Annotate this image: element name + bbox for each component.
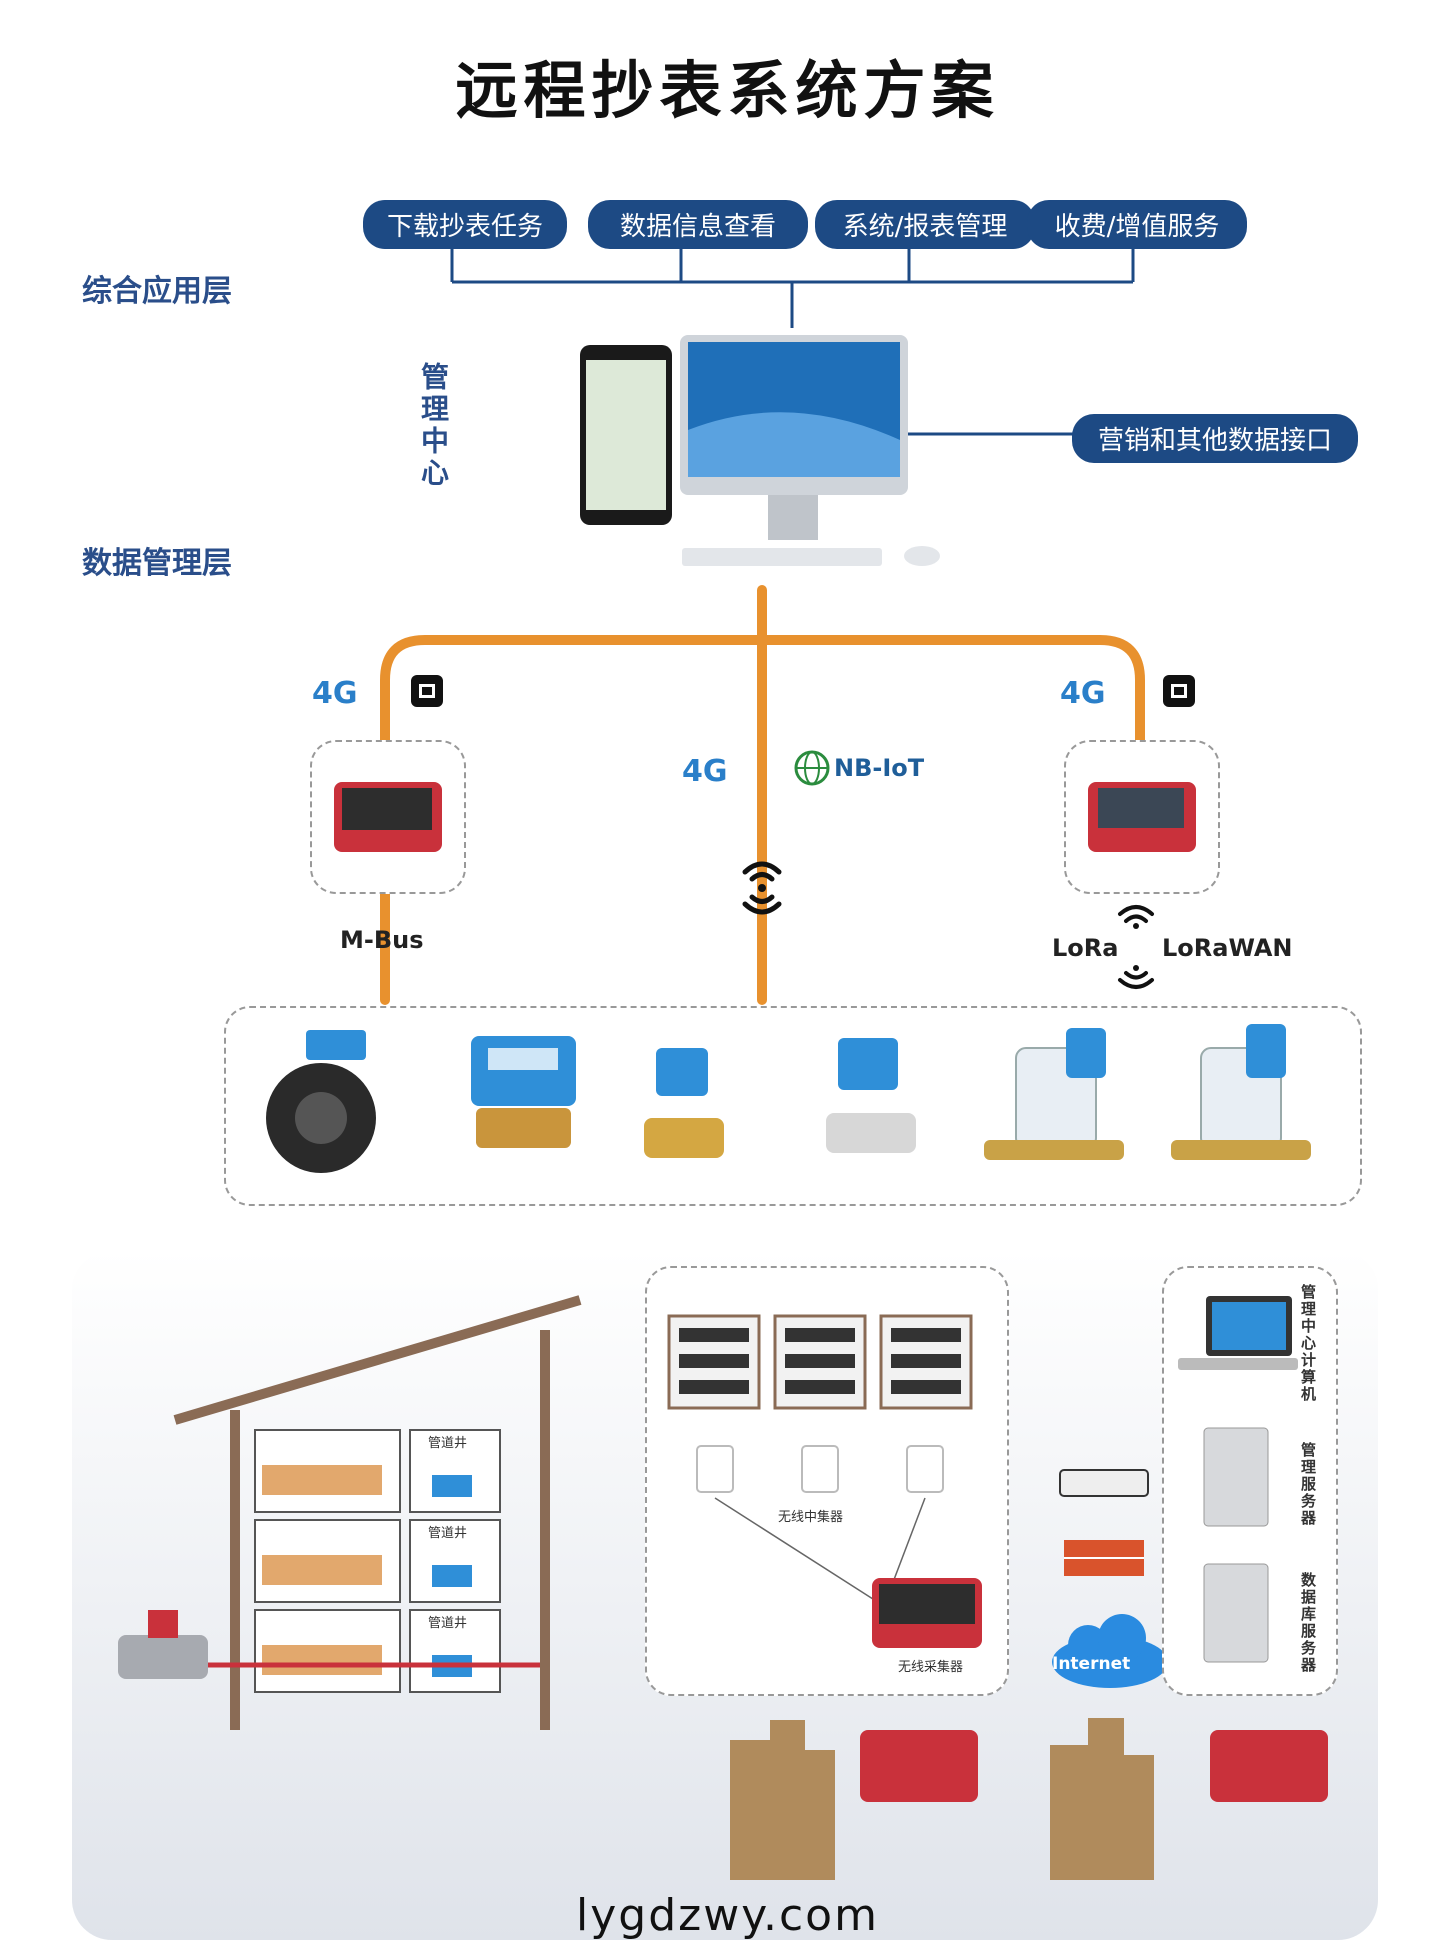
app-pill-download-task[interactable]: 下载抄表任务 [363,200,567,249]
house-illustration [118,1295,582,1730]
collector-box-left [310,740,466,894]
pc-label: 管理中心计算机 [1299,1284,1317,1403]
app-pill-billing[interactable]: 收费/增值服务 [1027,200,1247,249]
wifi-icon [1118,965,1154,989]
label-4g-mid: 4G [682,754,728,789]
cloud-icon [1052,1614,1168,1688]
lora-label: LoRa [1052,934,1119,962]
firewall-icon [1064,1540,1144,1576]
collector-box-right [1064,740,1220,894]
remote-sites [730,1718,1328,1880]
website-footer[interactable]: lygdzwy.com [576,1890,879,1941]
server-label-1: 管理服务器 [1299,1442,1317,1527]
relay-icon [906,1445,944,1493]
mouse-icon [904,546,940,566]
internet-label: Internet [1052,1654,1131,1674]
router-icon [1059,1469,1149,1497]
water-meter-icon [984,1028,1124,1160]
heat-meter-large-icon [266,1030,376,1173]
comm-lines [380,585,1145,1005]
building-icon [1050,1718,1154,1880]
pipe-well-label-1: 管道井 [428,1436,468,1451]
network-path [1052,1469,1168,1688]
pipe-well-label-3: 管道井 [428,1616,468,1631]
relay-icon [696,1445,734,1493]
pipe-well-label-2: 管道井 [428,1526,468,1541]
nbiot-label: NB-IoT [834,754,925,782]
wireless-relay-label: 无线中集器 [778,1510,844,1525]
valve-small-icon [644,1048,724,1158]
heat-meter-icon [471,1036,576,1148]
ethernet-icon [411,675,443,707]
app-layer-label: 综合应用层 [82,274,232,309]
server-icon [1203,1563,1269,1663]
label-4g-left: 4G [312,676,358,711]
wireless-collector-label: 无线采集器 [898,1660,964,1675]
mbus-label: M-Bus [340,926,424,954]
wifi-icon [742,861,782,915]
app-pill-data-view[interactable]: 数据信息查看 [588,200,808,249]
collector-device-icon [860,1730,978,1802]
meter-devices-panel [224,1006,1362,1206]
main-valve-icon [118,1610,208,1679]
app-connector [450,236,1135,436]
computer-illustration [580,335,940,566]
data-interface-pill[interactable]: 营销和其他数据接口 [1072,414,1358,463]
collector-device-icon [1210,1730,1328,1802]
relay-icon [801,1445,839,1493]
laptop-icon [1178,1296,1298,1370]
keyboard-icon [682,548,882,566]
label-4g-right: 4G [1060,676,1106,711]
server-icon [1203,1427,1269,1527]
wireless-relay-panel [645,1266,1009,1696]
server-panel [1162,1266,1338,1696]
ethernet-icon [1163,675,1195,707]
lorawan-label: LoRaWAN [1162,934,1293,962]
management-center-label: 管理中心 [417,362,450,490]
app-pill-report-mgmt[interactable]: 系统/报表管理 [815,200,1035,249]
nbiot-globe-icon [794,750,830,786]
building-icon [730,1720,835,1880]
smart-water-meter-icon [1171,1024,1311,1160]
page-title: 远程抄表系统方案 [455,54,1000,127]
data-layer-label: 数据管理层 [82,546,232,581]
valve-large-icon [826,1038,916,1153]
server-label-2: 数据库服务器 [1299,1572,1317,1674]
wifi-icon [1118,905,1154,929]
